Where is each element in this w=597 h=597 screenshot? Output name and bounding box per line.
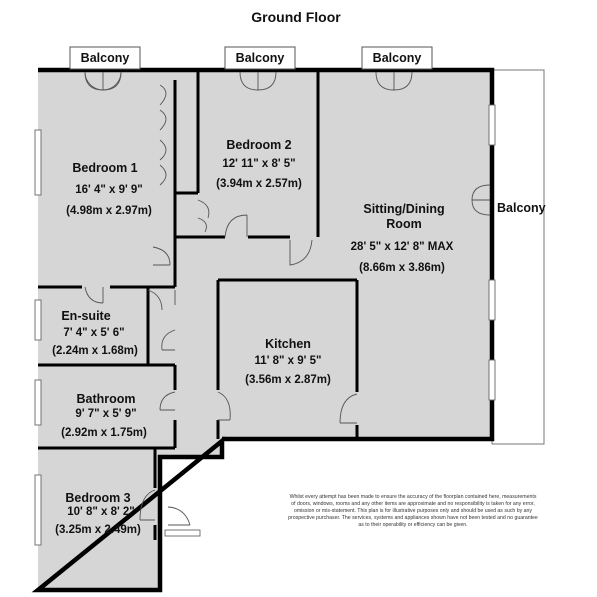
room-sitting-dining: Sitting/Dining Room 28' 5" x 12' 8" MAX … bbox=[351, 202, 454, 274]
balcony-right-label: Balcony bbox=[497, 201, 546, 215]
room-name: Kitchen bbox=[265, 337, 311, 351]
room-name: Bedroom 3 bbox=[65, 491, 130, 505]
disclaimer-line: as to their operability or efficiency ca… bbox=[358, 522, 467, 528]
room-metric: (4.98m x 2.97m) bbox=[66, 205, 152, 217]
room-metric: (3.25m x 2.49m) bbox=[55, 524, 141, 536]
balcony-top-right: Balcony bbox=[361, 46, 433, 70]
right-balcony-deck bbox=[491, 69, 545, 445]
room-name: Bedroom 2 bbox=[226, 138, 291, 152]
door-swings bbox=[84, 84, 358, 526]
balcony-top-middle: Balcony bbox=[224, 46, 296, 70]
balcony-label: Balcony bbox=[236, 51, 285, 65]
room-imperial: 10' 8" x 8' 2" bbox=[67, 506, 135, 518]
balcony-top-left: Balcony bbox=[69, 46, 141, 70]
disclaimer: Whilst every attempt has been made to en… bbox=[288, 494, 538, 528]
room-imperial: 16' 4" x 9' 9" bbox=[75, 184, 143, 196]
room-kitchen: Kitchen 11' 8" x 9' 5" (3.56m x 2.87m) bbox=[245, 337, 331, 386]
room-imperial: 11' 8" x 9' 5" bbox=[255, 355, 322, 367]
french-doors bbox=[84, 71, 491, 216]
room-metric: (3.56m x 2.87m) bbox=[245, 374, 331, 386]
room-imperial: 7' 4" x 5' 6" bbox=[63, 327, 124, 339]
balcony-label: Balcony bbox=[373, 51, 422, 65]
room-imperial: 9' 7" x 5' 9" bbox=[75, 408, 136, 420]
outer-wall bbox=[31, 67, 495, 593]
disclaimer-line: omission or mis-statement. This plan is … bbox=[294, 508, 532, 514]
interior-walls bbox=[38, 70, 359, 540]
windows bbox=[34, 104, 496, 546]
room-metric: (8.66m x 3.86m) bbox=[359, 262, 445, 274]
disclaimer-line: of doors, windows, rooms and any other i… bbox=[291, 501, 535, 507]
room-name: Bedroom 1 bbox=[72, 161, 137, 175]
room-bedroom-3: Bedroom 3 10' 8" x 8' 2" (3.25m x 2.49m) bbox=[55, 491, 141, 536]
balcony-label: Balcony bbox=[81, 51, 130, 65]
disclaimer-line: prospective purchaser. The services, sys… bbox=[288, 515, 538, 521]
room-bathroom: Bathroom 9' 7" x 5' 9" (2.92m x 1.75m) bbox=[61, 392, 147, 439]
room-metric: (3.94m x 2.57m) bbox=[216, 178, 302, 190]
disclaimer-line: Whilst every attempt has been made to en… bbox=[290, 494, 537, 500]
room-name: En-suite bbox=[61, 309, 110, 323]
room-imperial: 28' 5" x 12' 8" MAX bbox=[351, 241, 454, 253]
room-name-line1: Sitting/Dining bbox=[363, 202, 444, 216]
room-en-suite: En-suite 7' 4" x 5' 6" (2.24m x 1.68m) bbox=[52, 309, 138, 357]
floor-title: Ground Floor bbox=[251, 9, 341, 25]
room-imperial: 12' 11" x 8' 5" bbox=[222, 158, 295, 170]
room-name-line2: Room bbox=[386, 217, 421, 231]
floor-area bbox=[38, 70, 492, 590]
room-bedroom-2: Bedroom 2 12' 11" x 8' 5" (3.94m x 2.57m… bbox=[216, 138, 302, 190]
room-name: Bathroom bbox=[76, 392, 135, 406]
room-bedroom-1: Bedroom 1 16' 4" x 9' 9" (4.98m x 2.97m) bbox=[66, 161, 152, 217]
room-metric: (2.24m x 1.68m) bbox=[52, 345, 138, 357]
room-metric: (2.92m x 1.75m) bbox=[61, 427, 147, 439]
